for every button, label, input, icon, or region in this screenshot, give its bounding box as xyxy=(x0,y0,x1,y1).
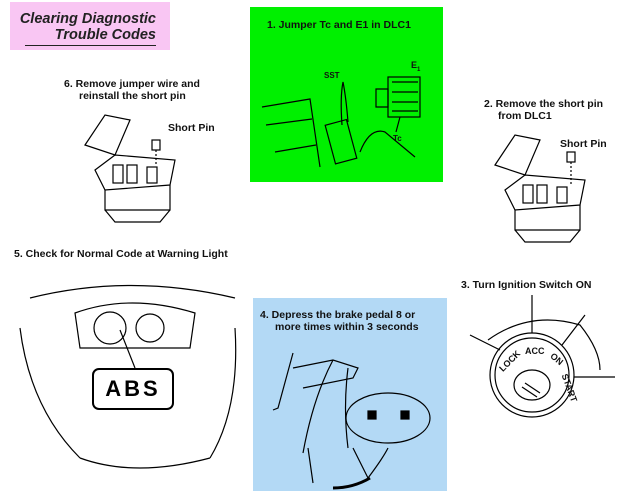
step-6-short-pin-label: Short Pin xyxy=(168,122,215,134)
page-title: Clearing Diagnostic Trouble Codes xyxy=(20,11,156,43)
step-4-line-1: 4. Depress the brake pedal 8 or xyxy=(260,309,416,321)
e1-label-main: E xyxy=(411,60,418,70)
step-4-line-2: more times within 3 seconds xyxy=(275,321,419,333)
dlc1-jumper-illustration xyxy=(261,76,421,168)
step-2-line-1: 2. Remove the short pin xyxy=(484,98,604,110)
acc-position-label: ACC xyxy=(525,346,545,356)
dlc1-connector-remove-illustration xyxy=(494,134,586,243)
e1-label: E1 xyxy=(411,59,420,76)
step-6-line-2: reinstall the short pin xyxy=(79,90,186,102)
title-line-1: Clearing Diagnostic xyxy=(19,11,156,27)
step-3-text: 3. Turn Ignition Switch ON xyxy=(461,279,592,291)
step-5-text: 5. Check for Normal Code at Warning Ligh… xyxy=(14,248,228,260)
sst-label: SST xyxy=(324,71,340,80)
abs-warning-light: ABS xyxy=(92,368,174,410)
step-1-text: 1. Jumper Tc and E1 in DLC1 xyxy=(267,19,411,31)
step-4-text: 4. Depress the brake pedal 8 or more tim… xyxy=(260,309,419,333)
title-underline xyxy=(25,45,156,46)
step-6-text: 6. Remove jumper wire and reinstall the … xyxy=(64,78,200,102)
tc-label: Tc xyxy=(393,134,402,143)
instrument-cluster-illustration xyxy=(19,284,237,469)
dlc1-connector-reinstall-illustration xyxy=(84,114,176,223)
title-line-2: Trouble Codes xyxy=(54,27,156,43)
brake-pedal-illustration xyxy=(272,352,431,490)
step-2-short-pin-label: Short Pin xyxy=(560,138,607,150)
e1-label-sub: 1 xyxy=(417,66,421,73)
step-2-text: 2. Remove the short pin from DLC1 xyxy=(484,98,603,122)
step-1-panel: 1. Jumper Tc and E1 in DLC1 SST E1 Tc xyxy=(250,7,443,182)
step-6-line-1: 6. Remove jumper wire and xyxy=(64,78,200,90)
step-2-line-2: from DLC1 xyxy=(498,110,552,122)
title-banner: Clearing Diagnostic Trouble Codes xyxy=(10,2,170,50)
ignition-switch-illustration xyxy=(469,295,615,418)
step-4-panel: 4. Depress the brake pedal 8 or more tim… xyxy=(253,298,447,491)
